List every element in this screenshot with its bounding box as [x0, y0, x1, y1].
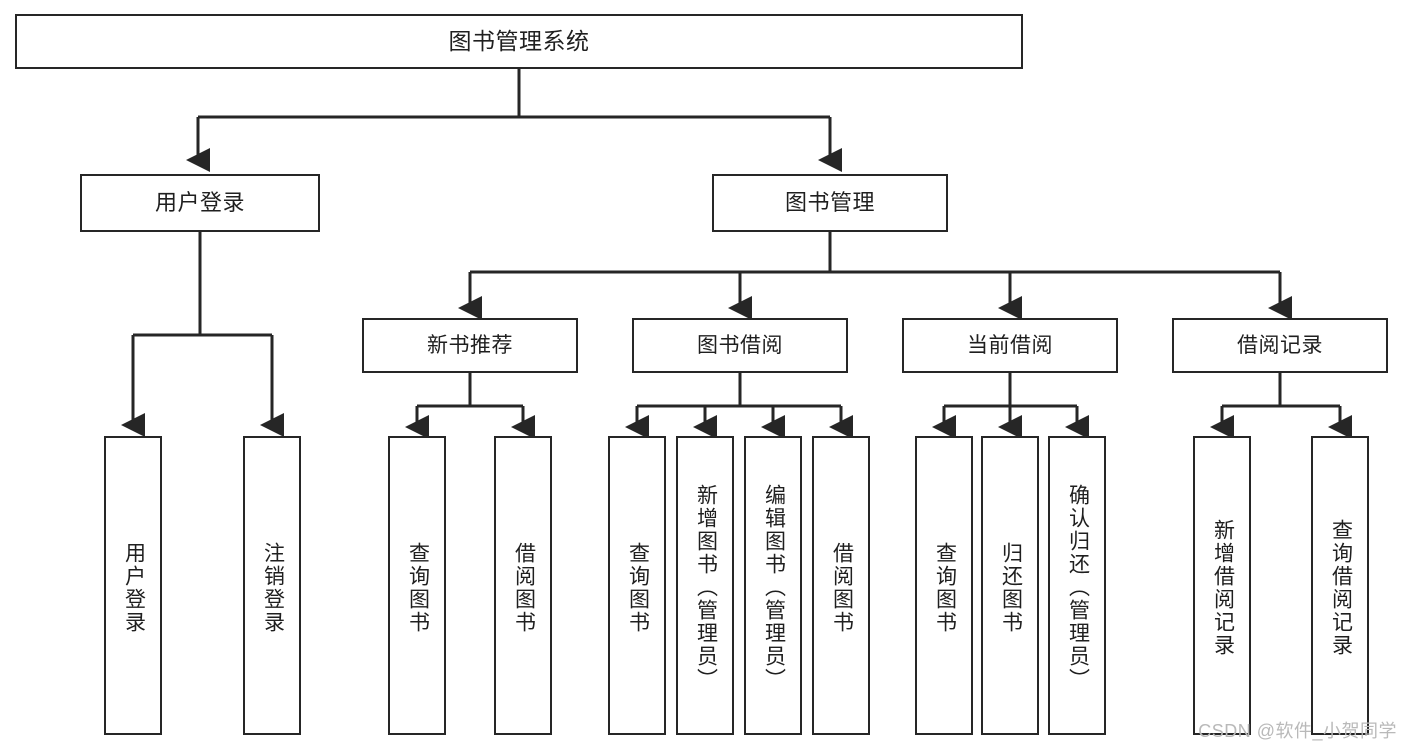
node-label: 用户登录 [122, 541, 146, 634]
node-leaf-user-login[interactable]: 用户登录 [104, 436, 162, 735]
node-label: 新增图书（管理员） [694, 484, 718, 691]
node-leaf-borrow-add-book[interactable]: 新增图书（管理员） [676, 436, 734, 735]
node-borrow-record[interactable]: 借阅记录 [1172, 318, 1388, 373]
node-book-borrow[interactable]: 图书借阅 [632, 318, 848, 373]
node-leaf-cur-confirm-return[interactable]: 确认归还（管理员） [1048, 436, 1106, 735]
node-label: 图书借阅 [697, 333, 783, 357]
node-leaf-cur-query-book[interactable]: 查询图书 [915, 436, 973, 735]
node-label: 查询借阅记录 [1329, 518, 1353, 657]
node-leaf-borrow-edit-book[interactable]: 编辑图书（管理员） [744, 436, 802, 735]
node-label: 查询图书 [933, 541, 957, 634]
node-label: 注销登录 [261, 541, 285, 634]
node-leaf-borrow-lend-book[interactable]: 借阅图书 [812, 436, 870, 735]
node-book-manage[interactable]: 图书管理 [712, 174, 948, 232]
node-leaf-rec-query-book[interactable]: 查询图书 [388, 436, 446, 735]
csdn-watermark: CSDN @软件_小贺同学 [1198, 721, 1397, 741]
node-label: 查询图书 [626, 541, 650, 634]
node-label: 归还图书 [999, 541, 1023, 634]
node-label: 图书管理系统 [448, 27, 590, 54]
node-leaf-borrow-query-book[interactable]: 查询图书 [608, 436, 666, 735]
node-label: 当前借阅 [967, 333, 1053, 357]
node-label: 用户登录 [154, 189, 245, 215]
node-label: 编辑图书（管理员） [762, 484, 786, 691]
node-leaf-rec-query-record[interactable]: 查询借阅记录 [1311, 436, 1369, 735]
node-user-login[interactable]: 用户登录 [80, 174, 320, 232]
node-leaf-rec-borrow-book[interactable]: 借阅图书 [494, 436, 552, 735]
node-label: 查询图书 [406, 541, 430, 634]
node-current-borrow[interactable]: 当前借阅 [902, 318, 1118, 373]
node-leaf-cur-return-book[interactable]: 归还图书 [981, 436, 1039, 735]
node-new-book-recommendation[interactable]: 新书推荐 [362, 318, 578, 373]
node-label: 借阅记录 [1237, 333, 1323, 357]
node-label: 新增借阅记录 [1211, 518, 1235, 657]
node-label: 新书推荐 [427, 333, 513, 357]
node-label: 借阅图书 [830, 541, 854, 634]
node-label: 借阅图书 [512, 541, 536, 634]
node-root-book-management-system[interactable]: 图书管理系统 [15, 14, 1023, 69]
node-leaf-rec-add-record[interactable]: 新增借阅记录 [1193, 436, 1251, 735]
node-label: 确认归还（管理员） [1066, 484, 1090, 691]
node-leaf-user-logout[interactable]: 注销登录 [243, 436, 301, 735]
node-label: 图书管理 [784, 189, 875, 215]
